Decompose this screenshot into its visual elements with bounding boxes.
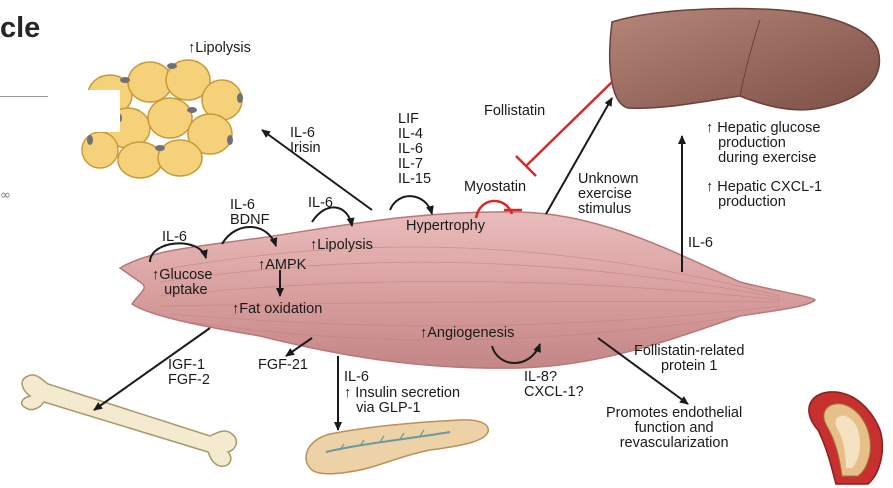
label-ampk: ↑AMPK xyxy=(258,258,306,273)
label-hypertrophy: Hypertrophy xyxy=(406,219,485,234)
label-lipolysis-fat: ↑Lipolysis xyxy=(188,41,251,56)
pancreas-icon xyxy=(306,420,488,474)
follistatin-inhibitor xyxy=(526,82,612,166)
label-il8-cxcl1: IL-8? CXCL-1? xyxy=(524,370,584,400)
label-il6-liver: IL-6 xyxy=(688,236,713,251)
label-hepatic-cxcl1: ↑ Hepatic CXCL-1 production xyxy=(706,180,822,210)
label-myostatin: Myostatin xyxy=(464,180,526,195)
label-igf-fgf: IGF-1 FGF-2 xyxy=(168,358,210,388)
label-il6-bdnf: IL-6 BDNF xyxy=(230,198,269,228)
bone-icon xyxy=(22,375,237,466)
label-endothelial: Promotes endothelial function and revasc… xyxy=(606,406,742,451)
loop-hypertrophy xyxy=(390,196,432,214)
label-il6-lipolysis: IL-6 xyxy=(308,196,333,211)
label-fgf21: FGF-21 xyxy=(258,358,308,373)
label-hepatic-glucose: ↑ Hepatic glucose production during exer… xyxy=(706,121,820,166)
label-insulin-secretion: ↑ Insulin secretion via GLP-1 xyxy=(344,386,460,416)
label-angiogenesis: ↑Angiogenesis xyxy=(420,326,514,341)
label-lipolysis-muscle: ↑Lipolysis xyxy=(310,238,373,253)
label-myokines-list: LIF IL-4 IL-6 IL-7 IL-15 xyxy=(398,112,431,187)
label-il6-irisin: IL-6 Irisin xyxy=(290,126,321,156)
label-il6-insulin: IL-6 xyxy=(344,370,369,385)
label-glucose-uptake: ↑Glucose uptake xyxy=(152,268,212,298)
label-follistatin: Follistatin xyxy=(484,104,545,119)
liver-icon xyxy=(610,9,880,110)
blood-vessel-icon xyxy=(809,392,882,484)
occlusion-box xyxy=(86,90,120,132)
label-il6-glucose: IL-6 xyxy=(162,230,187,245)
label-follistatin-related: Follistatin-related protein 1 xyxy=(634,344,744,374)
label-fat-oxidation: ↑Fat oxidation xyxy=(232,302,322,317)
label-unknown-stimulus: Unknown exercise stimulus xyxy=(578,172,638,217)
